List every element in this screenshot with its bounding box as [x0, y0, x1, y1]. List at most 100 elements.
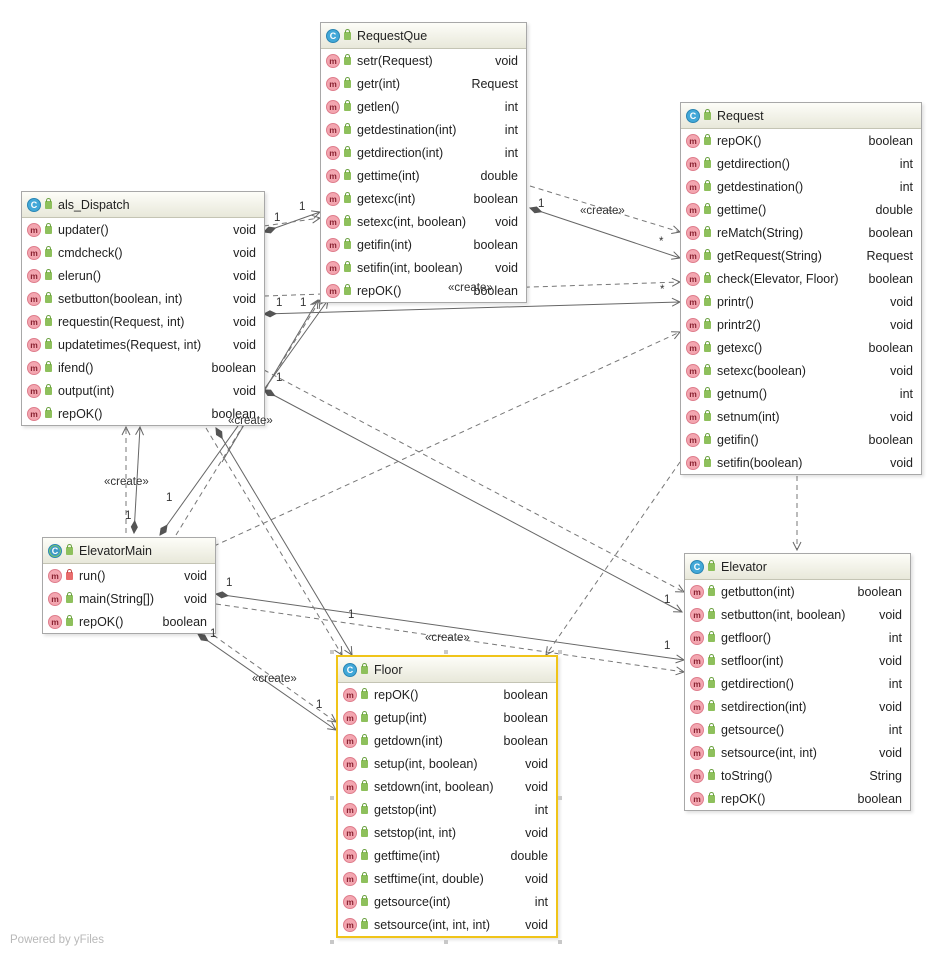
method-signature: gettime() [717, 202, 767, 217]
resize-handle-se[interactable] [558, 940, 562, 944]
public-lock-icon [704, 225, 711, 237]
public-lock-icon [45, 360, 52, 372]
method-icon: m [686, 271, 700, 286]
resize-handle-sw[interactable] [330, 940, 334, 944]
public-lock-icon [344, 260, 351, 272]
method-return-type: int [899, 386, 913, 401]
public-lock-icon [45, 245, 52, 257]
method-icon: m [690, 791, 704, 806]
resize-handle-ne[interactable] [558, 650, 562, 654]
public-lock-icon [361, 710, 368, 722]
multiplicity-label: 1 [664, 640, 671, 652]
create-label: «create» [580, 205, 625, 217]
method-signature: getdirection(int) [357, 145, 444, 160]
public-lock-icon [704, 409, 711, 421]
resize-handle-e[interactable] [558, 796, 562, 800]
resize-handle-w[interactable] [330, 796, 334, 800]
class-name: Elevator [721, 559, 767, 574]
method-return-type: void [233, 337, 256, 352]
method-signature: main(String[]) [79, 591, 155, 606]
class-name: als_Dispatch [58, 197, 130, 212]
method-icon: m [27, 406, 41, 421]
resize-handle-n[interactable] [444, 650, 448, 654]
method-signature: getup(int) [374, 710, 427, 725]
method-signature: getr(int) [357, 76, 401, 91]
method-icon: m [27, 314, 41, 329]
resize-handle-s[interactable] [444, 940, 448, 944]
method-return-type: boolean [868, 133, 914, 148]
method-icon: m [690, 653, 704, 668]
dep-requestque-request [529, 185, 680, 232]
method-return-type: boolean [211, 360, 257, 375]
public-lock-icon [45, 222, 52, 234]
resize-handle-nw[interactable] [330, 650, 334, 654]
